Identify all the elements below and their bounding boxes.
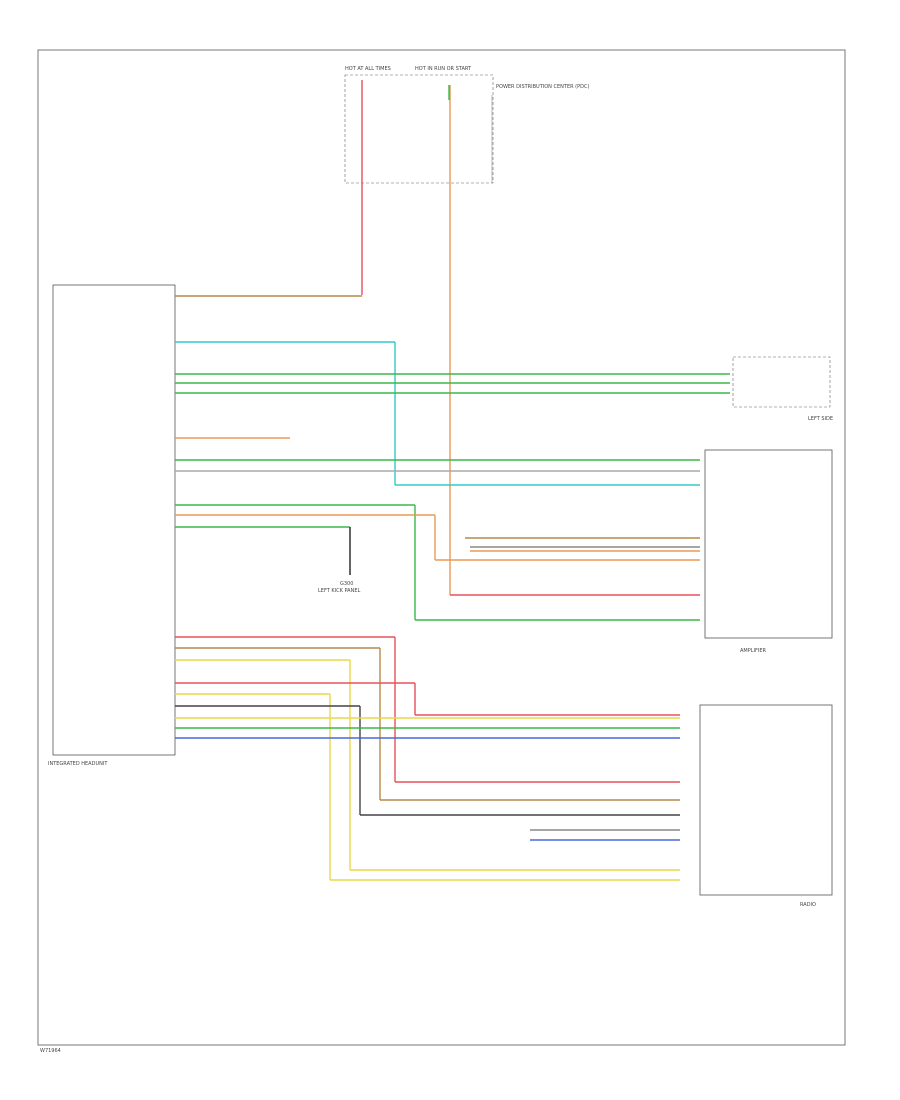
top-left-connector-label: HOT AT ALL TIMES bbox=[345, 66, 391, 72]
ground-label: LEFT KICK PANEL bbox=[318, 588, 361, 594]
amplifier-label: AMPLIFIER bbox=[740, 648, 767, 654]
fuse-center-label: POWER DISTRIBUTION CENTER (PDC) bbox=[496, 84, 589, 90]
steering-switch-label: RADIO bbox=[800, 902, 816, 908]
left-speaker-box bbox=[732, 356, 831, 408]
steering-switch-box bbox=[699, 704, 833, 896]
fuse-box-outline bbox=[344, 74, 494, 184]
left-module-box bbox=[52, 284, 176, 756]
diagram-frame bbox=[37, 49, 846, 1046]
top-right-connector-label: HOT IN RUN OR START bbox=[415, 66, 472, 72]
amplifier-box bbox=[704, 449, 833, 639]
left-module-label: INTEGRATED HEADUNIT bbox=[48, 761, 108, 767]
footer-id: W71964 bbox=[40, 1048, 61, 1054]
ground-id: G300 bbox=[340, 581, 353, 587]
left-speaker-label: LEFT SIDE bbox=[808, 416, 833, 422]
